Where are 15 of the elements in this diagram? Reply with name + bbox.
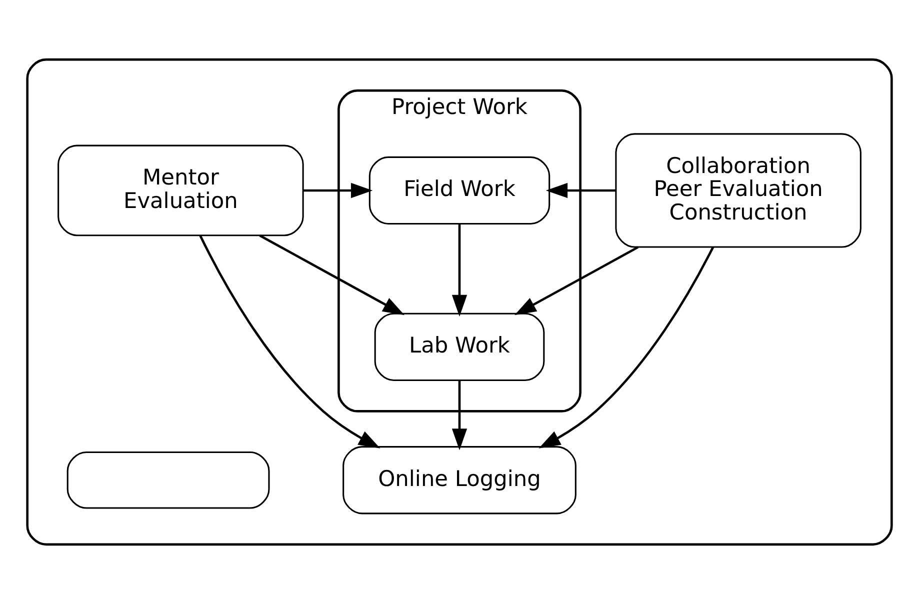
- arrow: [303, 182, 373, 198]
- node-box: Field Work: [368, 156, 550, 224]
- cluster: [26, 58, 893, 546]
- node-box: Lab Work: [374, 312, 545, 380]
- node-box: Mentor Evaluation: [58, 144, 304, 236]
- arrow: [514, 246, 639, 315]
- node-box: Online Logging: [342, 446, 576, 514]
- arrow: [546, 182, 616, 198]
- arrow: [538, 246, 714, 448]
- arrow: [259, 234, 405, 315]
- arrow: [452, 223, 468, 316]
- node-box: Collaboration Peer Evaluation Construction: [615, 132, 862, 248]
- arrow: [199, 234, 380, 448]
- arrow: [452, 380, 468, 450]
- node-box: [66, 450, 270, 508]
